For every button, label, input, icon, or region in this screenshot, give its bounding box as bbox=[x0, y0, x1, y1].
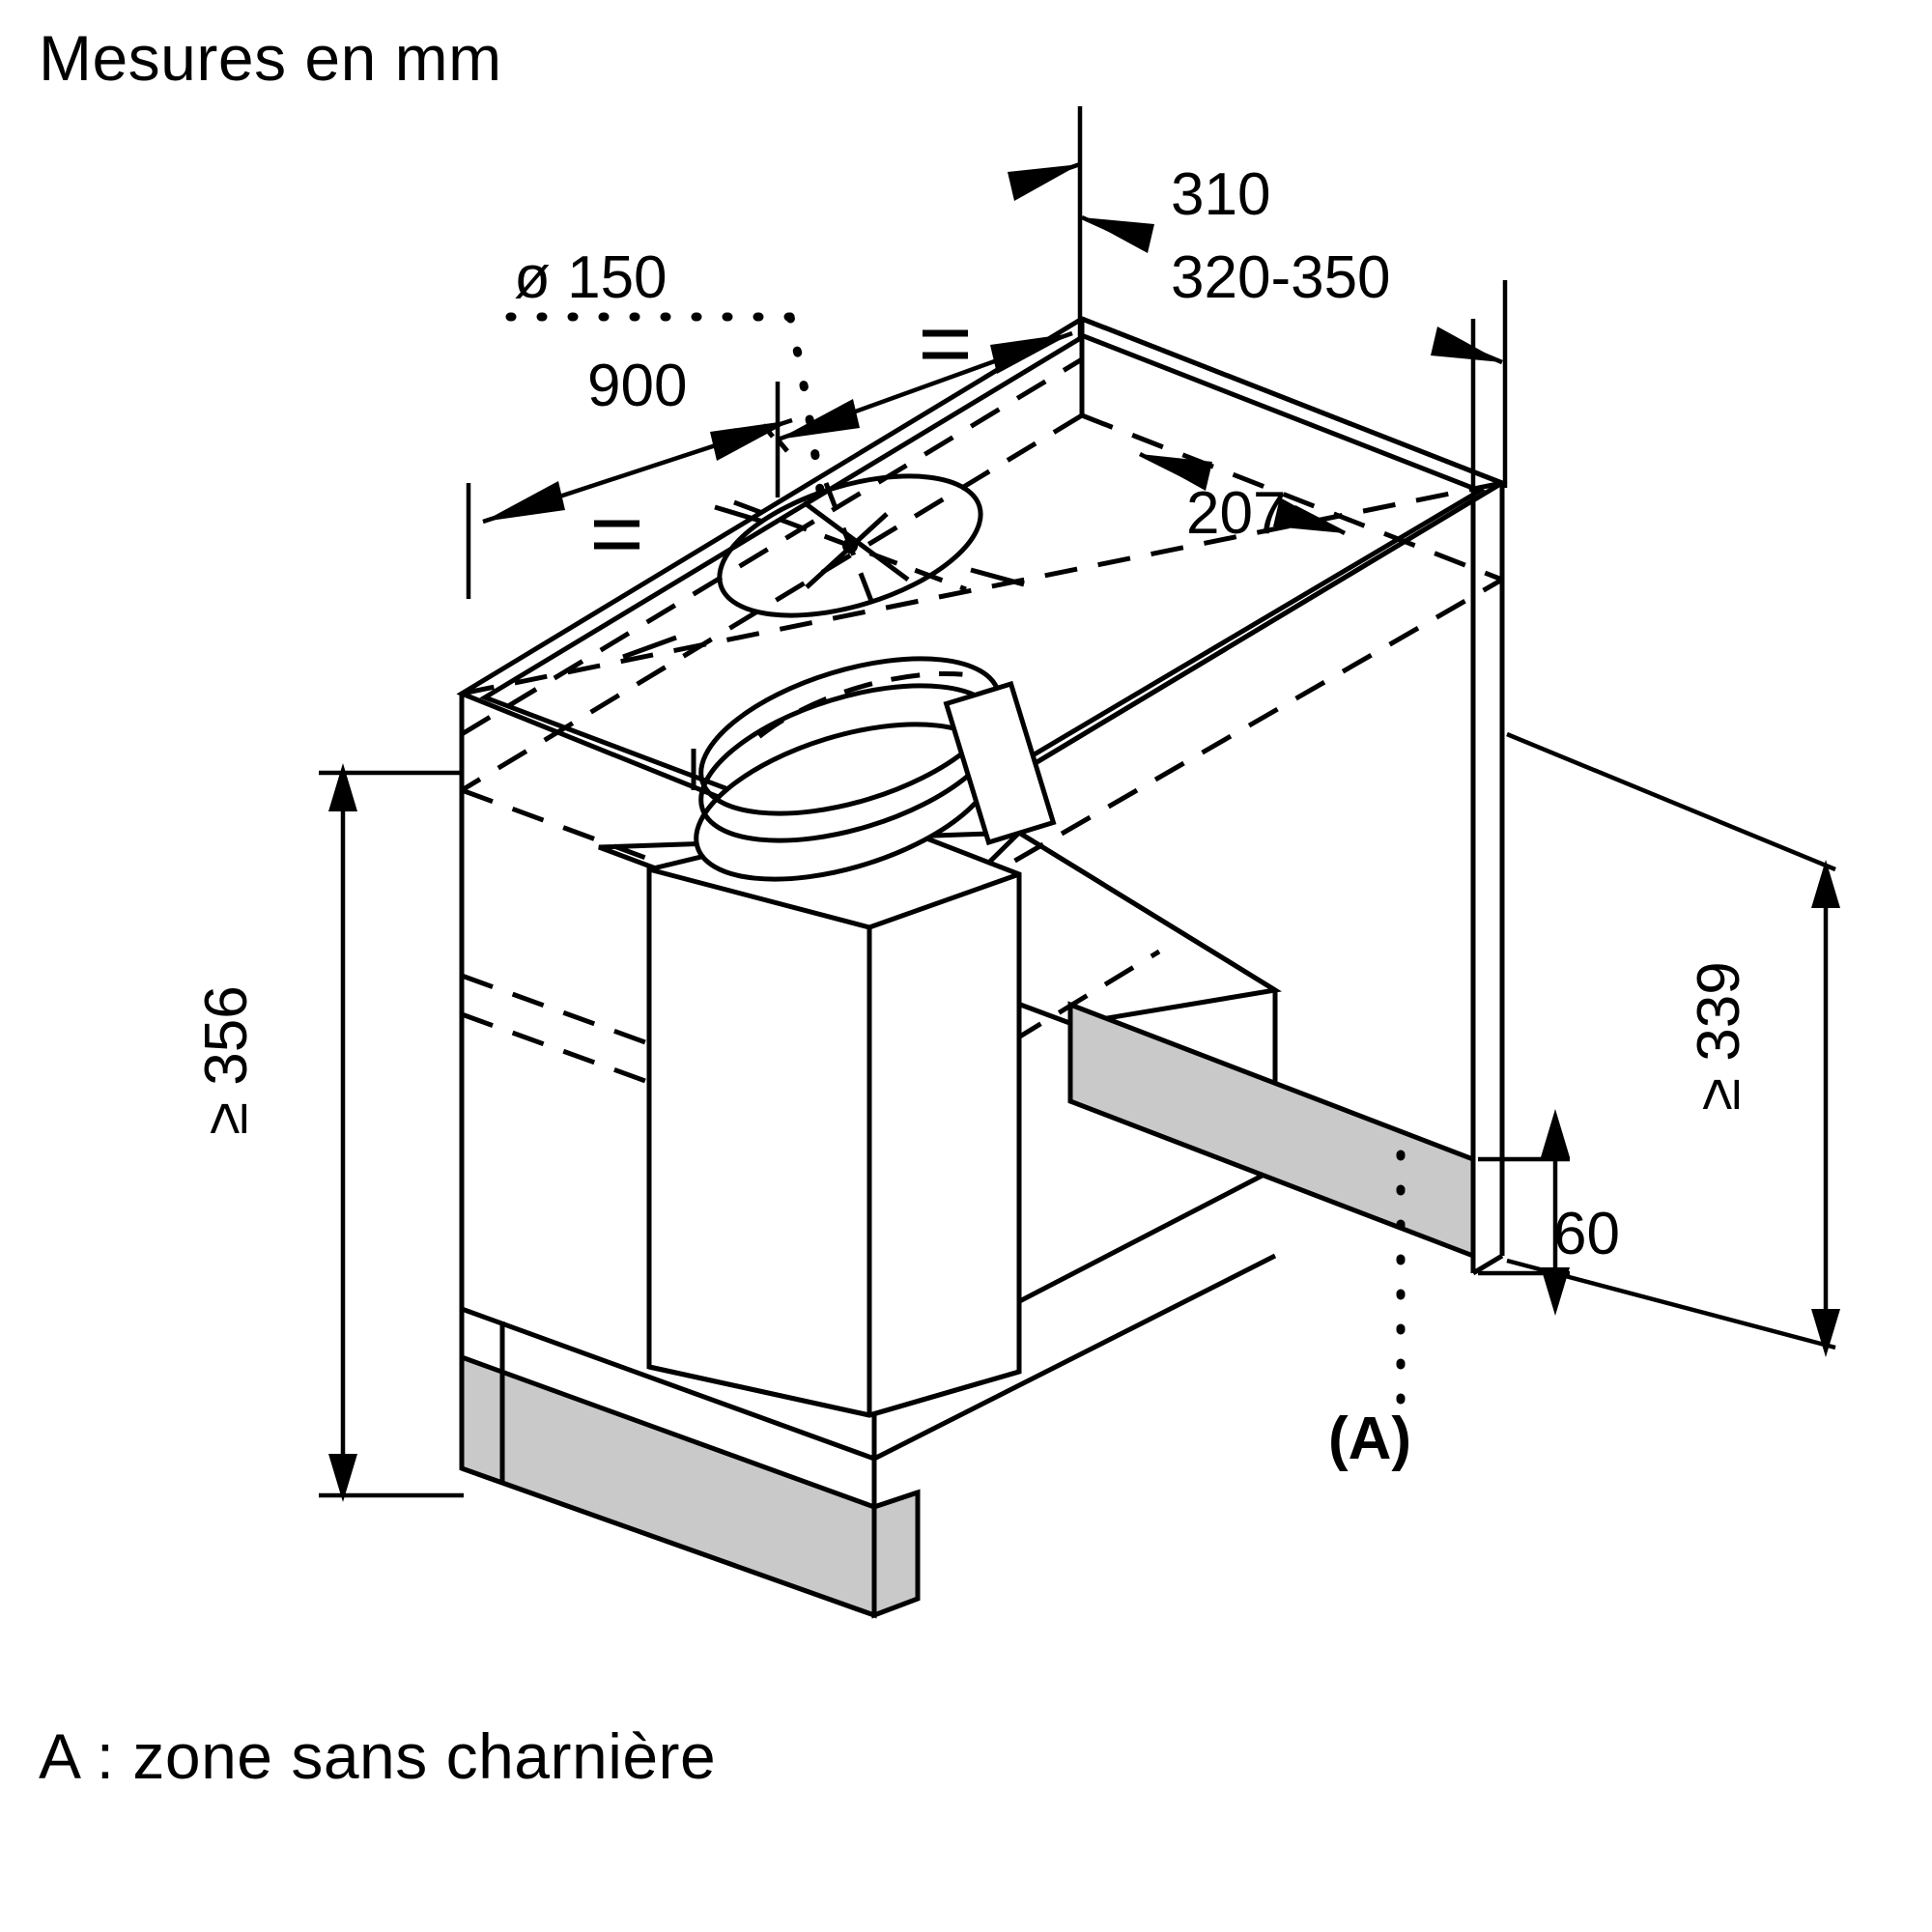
label-depth-top: 310 bbox=[1171, 161, 1270, 228]
diameter-leader bbox=[505, 312, 828, 517]
dim-inner-207 bbox=[1138, 451, 1347, 535]
gray-panel-bottom bbox=[459, 1353, 921, 1619]
cutout-centre-marks bbox=[622, 504, 1025, 660]
gray-panel-right bbox=[1067, 1001, 1476, 1260]
footnote-caption: A : zone sans charnière bbox=[39, 1720, 717, 1792]
label-height-left: ≥ 356 bbox=[193, 985, 260, 1135]
label-width: 900 bbox=[587, 353, 687, 419]
page-title: Mesures en mm bbox=[39, 22, 502, 94]
dim-height-right bbox=[1506, 731, 1840, 1357]
duct-collar bbox=[691, 656, 1057, 882]
label-diameter: ø 150 bbox=[514, 244, 668, 311]
dim-width-900 bbox=[466, 330, 1073, 599]
dim-band-60 bbox=[1478, 1109, 1570, 1316]
label-inner-depth: 207 bbox=[1186, 480, 1286, 547]
dim-height-left bbox=[319, 763, 464, 1502]
label-band-60: 60 bbox=[1553, 1201, 1620, 1267]
top-cutout-circle bbox=[717, 423, 983, 618]
label-zone-a: (A) bbox=[1328, 1406, 1411, 1472]
bottom-shelf bbox=[461, 1253, 1277, 1507]
label-depth-range: 320-350 bbox=[1171, 244, 1391, 311]
dim-depth-right bbox=[1008, 106, 1508, 507]
label-height-right: ≥ 339 bbox=[1686, 961, 1752, 1111]
equal-marks bbox=[594, 329, 968, 550]
hood-body bbox=[646, 813, 1022, 1418]
